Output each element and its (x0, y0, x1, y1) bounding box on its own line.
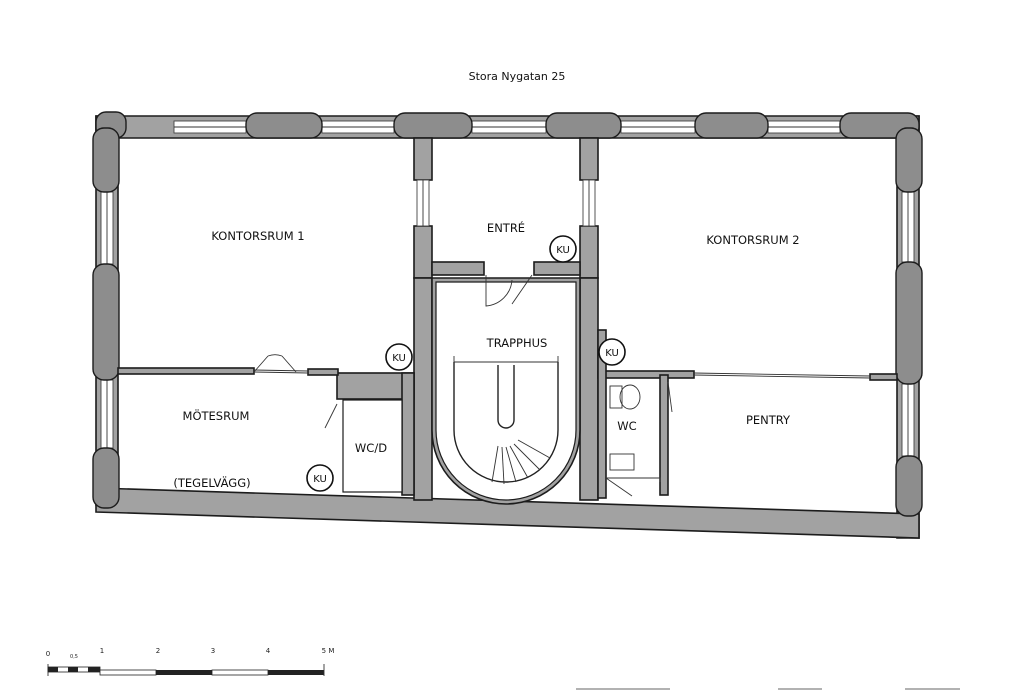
room-wc-d: WC/D (355, 441, 387, 455)
scale-tick-half: 0,5 (70, 654, 78, 660)
svg-text:KU: KU (313, 474, 327, 485)
scale-tick-2: 2 (156, 647, 160, 655)
room-kontorsrum-1: KONTORSRUM 1 (211, 229, 304, 243)
wc-fixtures (605, 384, 641, 497)
scale-tick-0: 0 (46, 650, 50, 658)
room-motesrum: MÖTESRUM (183, 407, 250, 423)
entre-openings (416, 179, 596, 227)
room-wc: WC (617, 419, 636, 433)
room-kontorsrum-2: KONTORSRUM 2 (706, 233, 799, 247)
ku-marker: KU (385, 343, 413, 371)
staircase (431, 277, 581, 505)
wcd-room (342, 399, 403, 493)
scale-tick-1: 1 (100, 647, 104, 655)
ku-marker: KU (549, 235, 577, 263)
top-windows (173, 120, 841, 134)
plan-title: Stora Nygatan 25 (469, 70, 566, 83)
scale-tick-3: 3 (211, 647, 215, 655)
svg-text:KU: KU (605, 348, 619, 359)
ku-marker: KU (598, 338, 626, 366)
interior-walls (117, 137, 898, 501)
svg-text:KU: KU (392, 353, 406, 364)
wall-piers (92, 111, 923, 517)
scale-tick-5: 5 M (322, 647, 335, 655)
room-trapphus: TRAPPHUS (486, 336, 548, 350)
glass-partitions (253, 369, 871, 379)
room-entre: ENTRÉ (487, 220, 525, 235)
room-pentry: PENTRY (746, 413, 791, 427)
ku-marker: KU (306, 464, 334, 492)
svg-text:KU: KU (556, 245, 570, 256)
scale-tick-4: 4 (266, 647, 271, 655)
tegelvagg-note: (TEGELVÄGG) (173, 475, 250, 490)
scale-bar: 0 0,5 1 2 3 4 5 M (46, 647, 335, 676)
